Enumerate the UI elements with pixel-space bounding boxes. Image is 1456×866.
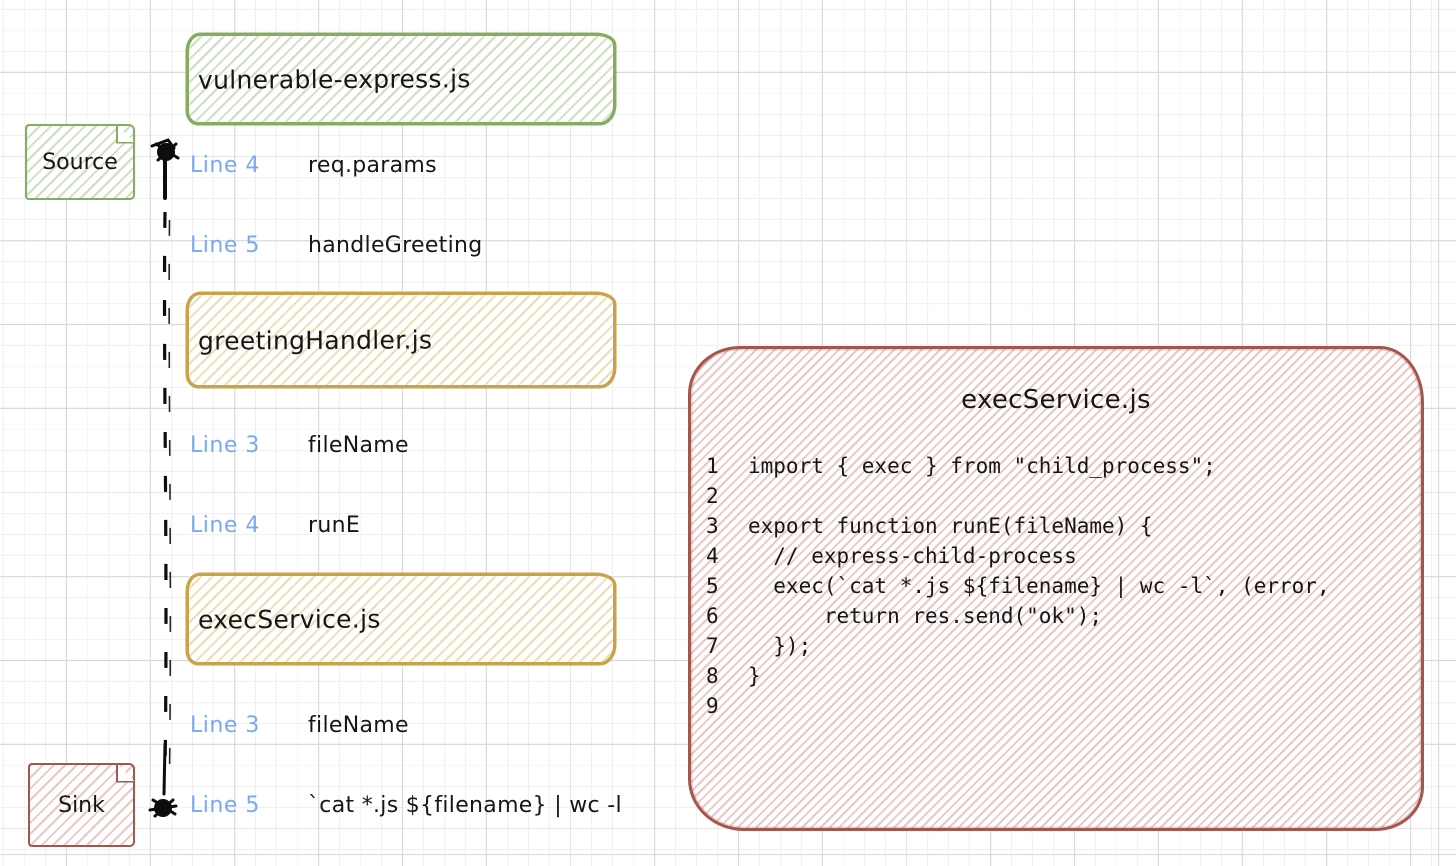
line-number: 9 <box>706 694 719 718</box>
code-text: } <box>748 664 761 688</box>
source-note-label: Source <box>42 149 118 175</box>
trace-step[interactable]: Line 5 handleGreeting <box>190 229 483 261</box>
file-node-label: greetingHandler.js <box>197 324 433 356</box>
trace-step[interactable]: Line 3 fileName <box>190 429 409 461</box>
trace-line-number: Line 5 <box>190 232 260 258</box>
code-line: 7 }); <box>706 631 1421 661</box>
line-number: 5 <box>706 574 719 598</box>
code-text: // express-child-process <box>748 544 1077 568</box>
trace-step[interactable]: Line 4 runE <box>190 509 360 541</box>
code-text: export function runE(fileName) { <box>748 514 1153 538</box>
trace-line-number: Line 3 <box>190 712 260 738</box>
code-line: 4 // express-child-process <box>706 541 1421 571</box>
code-text: return res.send("ok"); <box>748 604 1103 628</box>
trace-line-number: Line 3 <box>190 432 260 458</box>
file-node-label: vulnerable-express.js <box>197 63 471 95</box>
source-note[interactable]: Source <box>25 123 136 200</box>
code-panel-title: execService.js <box>961 385 1151 415</box>
trace-step[interactable]: Line 3 fileName <box>190 709 409 741</box>
scribble-dot-icon <box>148 798 178 818</box>
trace-value: req.params <box>308 152 437 178</box>
scribble-dot-icon <box>150 138 180 162</box>
trace-value: fileName <box>308 712 409 738</box>
line-number: 7 <box>706 634 719 658</box>
trace-line-number: Line 4 <box>190 152 260 178</box>
code-panel-exec-service[interactable]: execService.js 1 import { exec } from "c… <box>688 346 1424 831</box>
file-node-label: execService.js <box>197 604 381 634</box>
trace-line-number: Line 4 <box>190 512 260 538</box>
code-block: 1 import { exec } from "child_process"; … <box>691 451 1421 721</box>
code-line: 9 <box>706 691 1421 721</box>
line-number: 1 <box>706 454 719 478</box>
code-line: 6 return res.send("ok"); <box>706 601 1421 631</box>
line-number: 2 <box>706 484 719 508</box>
trace-value: fileName <box>308 432 409 458</box>
code-text: exec(`cat *.js ${filename} | wc -l`, (er… <box>748 574 1330 598</box>
folded-corner-icon <box>115 123 136 144</box>
trace-value: `cat *.js ${filename} | wc -l <box>308 792 622 818</box>
code-line: 2 <box>706 481 1421 511</box>
folded-corner-icon <box>115 762 136 783</box>
code-line: 8 } <box>706 661 1421 691</box>
taint-flow-connector <box>148 138 180 818</box>
file-node-exec-service[interactable]: execService.js <box>186 573 616 665</box>
code-line: 5 exec(`cat *.js ${filename} | wc -l`, (… <box>706 571 1421 601</box>
sink-note-label: Sink <box>58 792 105 818</box>
code-text: import { exec } from "child_process"; <box>748 454 1216 478</box>
trace-value: handleGreeting <box>308 232 483 258</box>
file-node-vulnerable-express[interactable]: vulnerable-express.js <box>186 33 616 125</box>
trace-line-number: Line 5 <box>190 792 260 818</box>
trace-step[interactable]: Line 5 `cat *.js ${filename} | wc -l <box>190 789 622 821</box>
line-number: 8 <box>706 664 719 688</box>
code-line: 3 export function runE(fileName) { <box>706 511 1421 541</box>
code-line: 1 import { exec } from "child_process"; <box>706 451 1421 481</box>
code-text: }); <box>748 634 812 658</box>
line-number: 3 <box>706 514 719 538</box>
line-number: 4 <box>706 544 719 568</box>
line-number: 6 <box>706 604 719 628</box>
file-node-greeting-handler[interactable]: greetingHandler.js <box>186 292 616 388</box>
trace-value: runE <box>308 512 361 538</box>
sink-note[interactable]: Sink <box>28 762 136 847</box>
trace-step[interactable]: Line 4 req.params <box>190 149 437 181</box>
